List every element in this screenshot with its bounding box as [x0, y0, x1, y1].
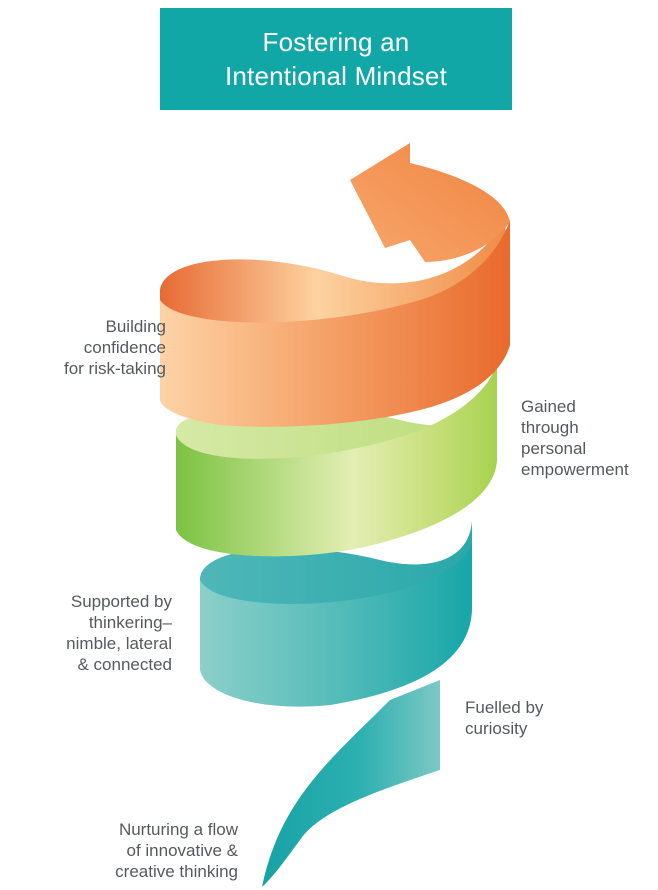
arrow-head — [350, 143, 510, 262]
green-band-front — [176, 360, 497, 557]
label-nurturing-flow: Nurturing a flow of innovative & creativ… — [115, 820, 238, 881]
label-supported-thinkering: Supported by thinkering– nimble, lateral… — [66, 592, 172, 674]
teal-band-front — [200, 540, 472, 707]
ribbon-tail — [262, 680, 440, 887]
label-gained-empowerment: Gained through personal empowerment — [521, 397, 629, 479]
title-line-1: Fostering an — [262, 27, 410, 57]
orange-band-front — [160, 220, 510, 427]
label-fuelled-curiosity: Fuelled by curiosity — [465, 698, 544, 738]
title-line-2: Intentional Mindset — [224, 61, 448, 91]
label-building-confidence: Building confidence for risk-taking — [63, 317, 166, 378]
title-box: Fostering an Intentional Mindset — [160, 8, 512, 110]
